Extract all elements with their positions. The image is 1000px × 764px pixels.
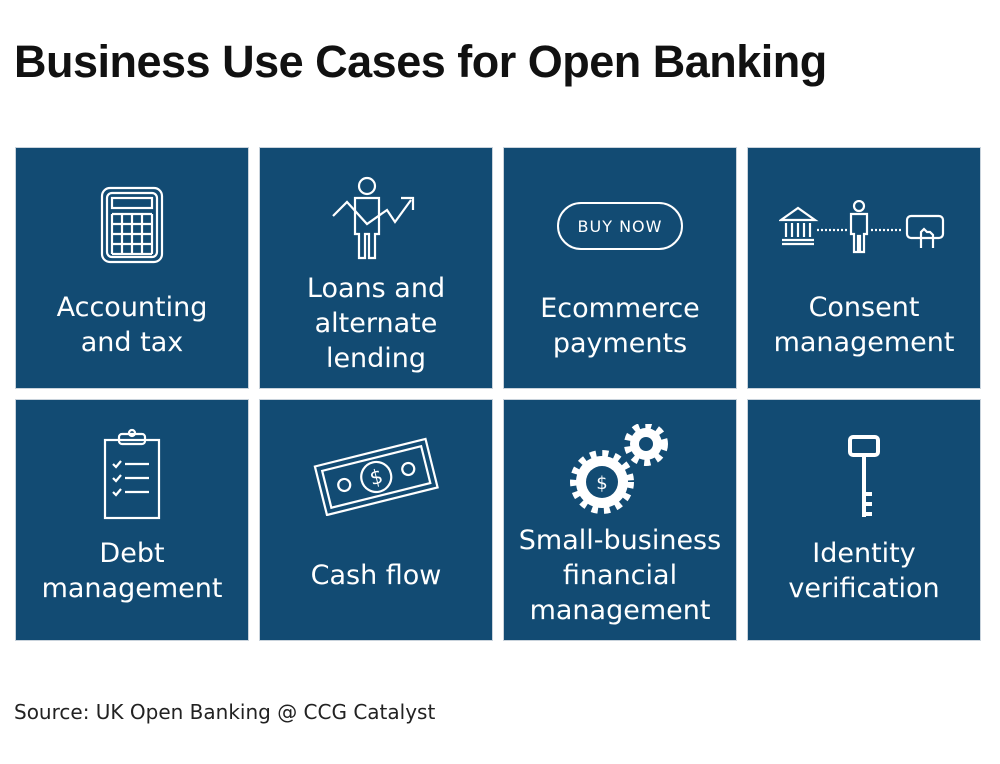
calculator-icon <box>16 186 248 264</box>
tile-label-line: payments <box>552 328 688 359</box>
tile-label-line: management <box>773 327 955 358</box>
tile-identity-verification: Identity verification <box>748 400 980 640</box>
tile-label-line: Accounting <box>56 292 208 323</box>
svg-text:$: $ <box>367 464 385 490</box>
key-icon <box>748 434 980 520</box>
tile-label-line: alternate <box>314 308 438 339</box>
banknote-icon: $ <box>260 436 492 516</box>
tile-ecommerce-payments: BUY NOW Ecommerce payments <box>504 148 736 388</box>
tile-label-line: lending <box>325 343 427 374</box>
person-trend-arrow-icon <box>260 176 492 260</box>
tile-label-line: Small-business <box>518 525 722 556</box>
tile-label-line: Identity <box>812 538 916 569</box>
gears-dollar-icon: $ <box>504 424 736 514</box>
tile-label-line: Loans and <box>306 273 446 304</box>
page-title: Business Use Cases for Open Banking <box>14 36 827 87</box>
tile-label-line: Debt <box>99 538 165 569</box>
tile-accounting-and-tax: Accounting and tax <box>16 148 248 388</box>
tile-label-line: financial <box>562 560 678 591</box>
tile-label-line: Consent <box>808 292 920 323</box>
buy-now-text: BUY NOW <box>557 202 683 250</box>
tile-cash-flow: $ Cash flow <box>260 400 492 640</box>
source-caption: Source: UK Open Banking @ CCG Catalyst <box>14 700 436 724</box>
tile-label-line: Ecommerce <box>540 293 700 324</box>
svg-text:$: $ <box>596 473 607 494</box>
tile-label-line: management <box>41 573 223 604</box>
clipboard-checklist-icon <box>16 428 248 520</box>
tile-label-line: Cash flow <box>310 560 442 591</box>
tile-loans-and-alternate-lending: Loans and alternate lending <box>260 148 492 388</box>
tile-label-line: management <box>529 595 711 626</box>
tile-label-line: verification <box>788 573 940 604</box>
tile-small-business-financial-management: $ Small-business financial management <box>504 400 736 640</box>
tile-consent-management: Consent management <box>748 148 980 388</box>
tile-label-line: and tax <box>80 327 184 358</box>
bank-person-phone-icon <box>748 200 980 254</box>
buy-now-button-icon: BUY NOW <box>504 202 736 250</box>
tile-debt-management: Debt management <box>16 400 248 640</box>
